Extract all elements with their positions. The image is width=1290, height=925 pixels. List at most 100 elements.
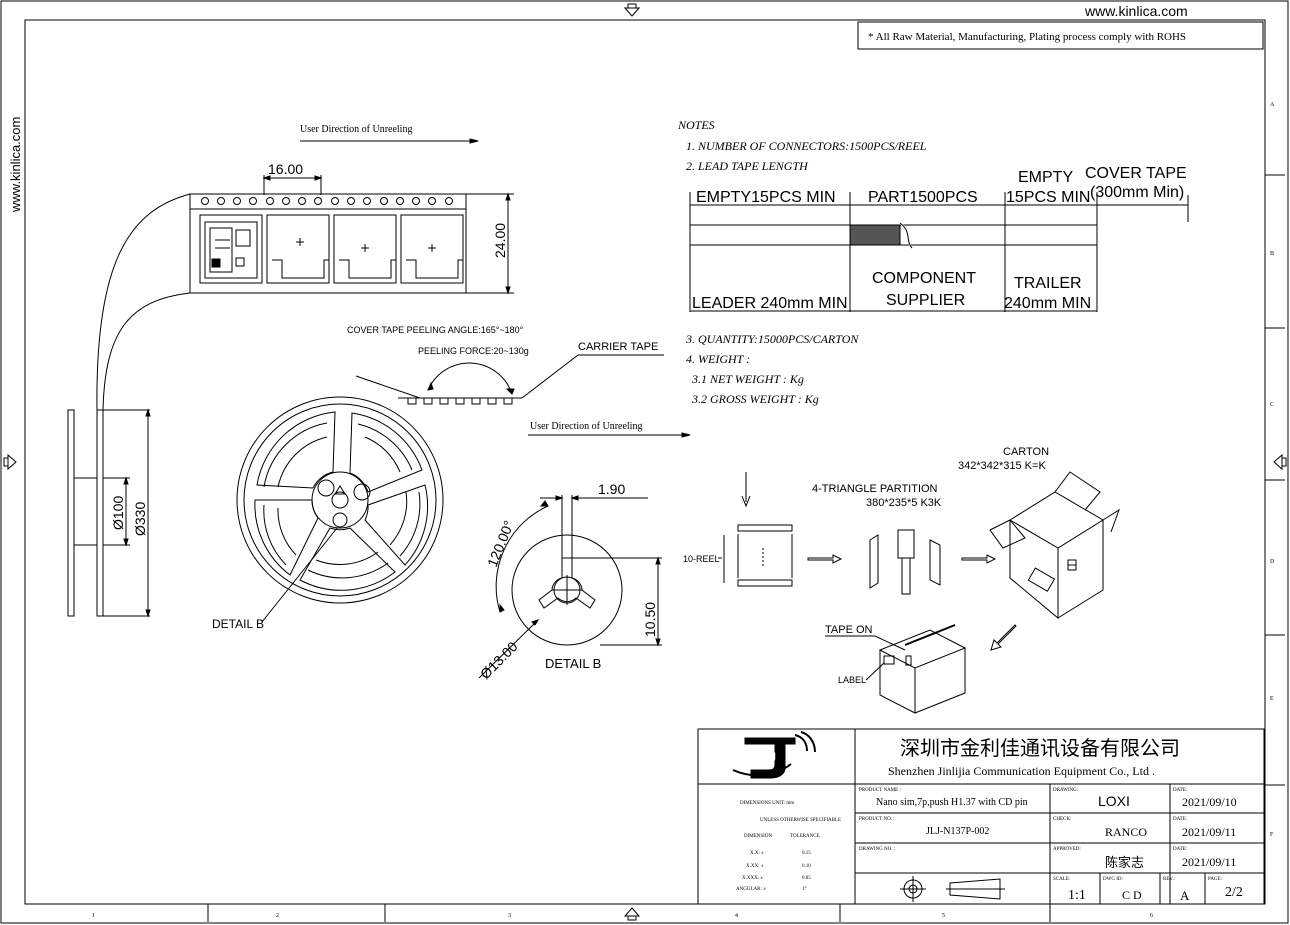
check-label: CHECK: bbox=[1053, 817, 1071, 822]
tape-direction-label: User Direction of Unreeling bbox=[300, 124, 412, 135]
tape-drawing: User Direction of Unreeling bbox=[96, 124, 514, 411]
partition-size: 380*235*5 K3K bbox=[866, 497, 942, 509]
tol-xx-label: X.XX: ± bbox=[746, 864, 764, 869]
reel-windows bbox=[254, 411, 429, 591]
row-label: A bbox=[1270, 102, 1275, 108]
col-label: 4 bbox=[735, 913, 738, 919]
tol-xxx-value: 0.05 bbox=[802, 876, 811, 881]
row-label: B bbox=[1270, 251, 1274, 257]
partition-label: 4-TRIANGLE PARTITION bbox=[812, 483, 938, 495]
trailer-label: TRAILER bbox=[1014, 275, 1082, 292]
note-1: 1. NUMBER OF CONNECTORS:1500PCS/REEL bbox=[686, 139, 927, 153]
tape-width: 24.00 bbox=[492, 223, 508, 258]
date-label: DATE: bbox=[1173, 817, 1187, 822]
dwg-id-label: DWG ID: bbox=[1103, 877, 1123, 882]
approved-label: APPROVED: bbox=[1053, 847, 1081, 852]
tape-pitch: 16.00 bbox=[268, 161, 303, 177]
part-label: PART1500PCS bbox=[868, 189, 978, 206]
company-name-cn: 深圳市金利佳通讯设备有限公司 bbox=[900, 737, 1180, 760]
title-block: JLJ 深圳市金利佳通讯设备有限公司 Shenzhen Jinlijia Com… bbox=[697, 728, 1265, 905]
tape-on-label: TAPE ON bbox=[825, 624, 873, 636]
tol-xxx-label: X.XXX: ± bbox=[742, 876, 763, 881]
date-label: DATE: bbox=[1173, 788, 1187, 793]
rev-value: A bbox=[1180, 888, 1190, 903]
company-logo: JLJ bbox=[732, 731, 816, 779]
scale-value: 1:1 bbox=[1068, 888, 1086, 903]
trailer-length-label: 240mm MIN bbox=[1004, 295, 1091, 312]
detail-b-drawing: 1.90 10.50 120.00° Ø13.00 DETAIL B bbox=[477, 481, 662, 682]
projection-symbol bbox=[900, 876, 1005, 902]
label-label: LABEL bbox=[838, 675, 866, 685]
col-label: 3 bbox=[508, 913, 511, 919]
lead-tape-diagram: EMPTY15PCS MIN PART1500PCS EMPTY 15PCS M… bbox=[689, 165, 1189, 312]
leader-label: LEADER 240mm MIN bbox=[692, 295, 848, 312]
border-row-labels: A B C D E F bbox=[1270, 102, 1275, 838]
sprocket-holes bbox=[201, 197, 453, 205]
website-link[interactable]: www.kinlica.com bbox=[1084, 3, 1188, 19]
detail-b-ref: DETAIL B bbox=[212, 617, 264, 631]
note-4-2: 3.2 GROSS WEIGHT : Kg bbox=[691, 392, 819, 406]
company-name-en: Shenzhen Jinlijia Communication Equipmen… bbox=[888, 764, 1155, 778]
reel-side-view: Ø330 Ø100 bbox=[67, 408, 151, 618]
logo-text: JLJ bbox=[752, 749, 776, 765]
date-drawn: 2021/09/10 bbox=[1182, 795, 1237, 809]
detail-height: 10.50 bbox=[642, 602, 658, 637]
rev-label: REV.: bbox=[1163, 877, 1175, 882]
note-4: 4. WEIGHT : bbox=[686, 352, 750, 366]
col-label: 6 bbox=[1150, 913, 1153, 919]
detail-b-title: DETAIL B bbox=[545, 656, 601, 671]
dimension-header: DIMENSION bbox=[744, 834, 772, 839]
rohs-note: * All Raw Material, Manufacturing, Plati… bbox=[868, 31, 1186, 43]
cover-tape-label: COVER TAPE bbox=[1085, 165, 1187, 182]
product-name-label: PRODUCT NAME : bbox=[859, 788, 901, 793]
carton-label: CARTON bbox=[1003, 446, 1049, 458]
centering-marks bbox=[3, 3, 1287, 921]
tolerance-header: TOLERANCE bbox=[790, 834, 820, 839]
supplier-label: SUPPLIER bbox=[886, 292, 965, 309]
product-name: Nano sim,7p,push H1.37 with CD pin bbox=[876, 797, 1028, 808]
rohs-box: * All Raw Material, Manufacturing, Plati… bbox=[857, 21, 1264, 50]
detail-diameter: Ø13.00 bbox=[477, 638, 521, 682]
dim-unit-label: DIMENSIONS UNIT: mm bbox=[740, 801, 794, 806]
connector-in-pocket bbox=[204, 221, 258, 279]
packing-flow: CARTON 342*342*315 K=K 4-TRIANGLE PARTIT… bbox=[683, 446, 1120, 714]
peel-angle-label: COVER TAPE PEELING ANGLE:165°~180° bbox=[347, 325, 524, 335]
empty-lead-label: EMPTY15PCS MIN bbox=[696, 189, 836, 206]
drawing-no-label: DRAWING NO. : bbox=[859, 847, 895, 852]
drawing-by: LOXI bbox=[1098, 793, 1130, 809]
peel-force-label: PEELING FORCE:20~130g bbox=[418, 346, 529, 356]
reel-diameter: Ø330 bbox=[132, 502, 148, 536]
notes-title: NOTES bbox=[677, 118, 715, 132]
tol-ang-value: 1° bbox=[802, 887, 807, 892]
tape-pockets bbox=[199, 214, 464, 284]
detail-slot-width: 1.90 bbox=[598, 481, 625, 497]
col-label: 1 bbox=[92, 913, 95, 919]
peeling-diagram: COVER TAPE PEELING ANGLE:165°~180° PEELI… bbox=[347, 325, 691, 438]
tol-x-value: 0.15 bbox=[802, 851, 811, 856]
page-label: PAGE: bbox=[1208, 877, 1222, 882]
date-label: DATE: bbox=[1173, 847, 1187, 852]
unless-label: UNLESS OTHERWISE SPECIFIABLE bbox=[760, 818, 841, 823]
side-website-link[interactable]: www.kinlica.com bbox=[8, 117, 23, 213]
row-label: C bbox=[1270, 402, 1274, 408]
col-label: 2 bbox=[276, 913, 279, 919]
notes-block: NOTES 1. NUMBER OF CONNECTORS:1500PCS/RE… bbox=[677, 118, 927, 406]
reels-label: 10-REEL bbox=[683, 554, 720, 564]
note-2: 2. LEAD TAPE LENGTH bbox=[686, 159, 809, 173]
product-no-label: PRODUCT NO. : bbox=[859, 817, 895, 822]
row-label: E bbox=[1270, 696, 1274, 702]
date-checked: 2021/09/11 bbox=[1182, 825, 1236, 839]
col-label: 5 bbox=[942, 913, 945, 919]
dwg-id-value: C D bbox=[1122, 888, 1142, 902]
date-approved: 2021/09/11 bbox=[1182, 855, 1236, 869]
detail-b-callout: DETAIL B bbox=[212, 527, 338, 631]
tape-width-dim: 24.00 bbox=[466, 192, 514, 295]
reel-direction-label: User Direction of Unreeling bbox=[530, 421, 642, 432]
component-label: COMPONENT bbox=[872, 270, 976, 287]
tol-x-label: X.X: ± bbox=[750, 851, 764, 856]
note-4-1: 3.1 NET WEIGHT : Kg bbox=[691, 372, 804, 386]
empty-trail-label: 15PCS MIN bbox=[1006, 189, 1090, 206]
carrier-tape-label: CARRIER TAPE bbox=[578, 341, 658, 353]
hub-diameter: Ø100 bbox=[110, 496, 126, 530]
